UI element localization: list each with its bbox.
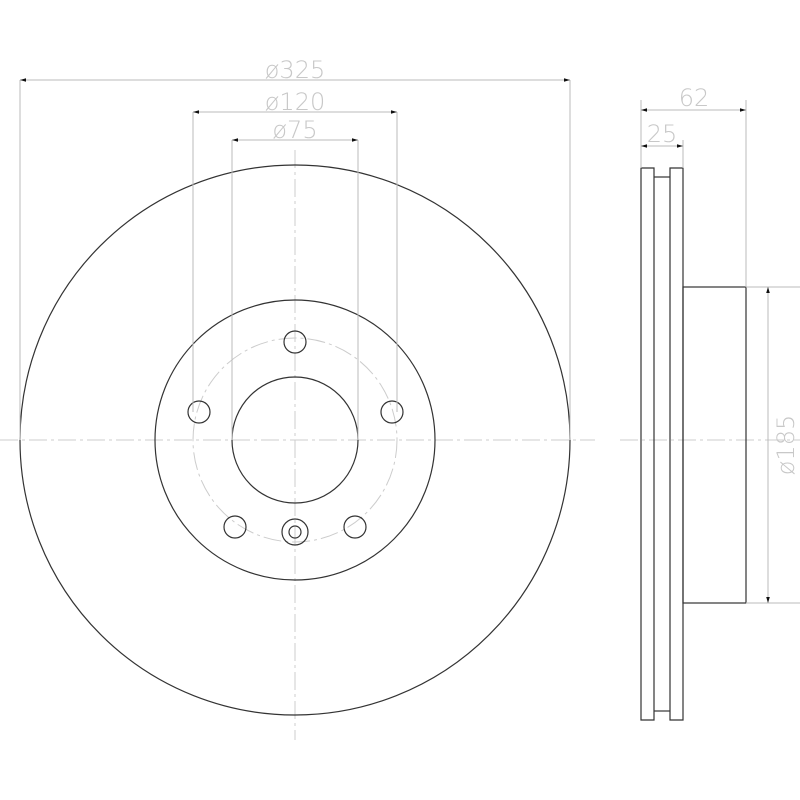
side-view: 62 25 ø185 [620, 84, 800, 721]
bolt-circle-label: ø120 [265, 88, 326, 116]
height-label: 62 [679, 84, 710, 112]
friction-plate-outer [640, 167, 655, 721]
hub-profile [682, 286, 747, 604]
bolt-hole [343, 515, 367, 539]
center-bore-label: ø75 [272, 116, 317, 144]
outer-diameter-label: ø325 [265, 56, 326, 84]
locating-hole-inner [288, 525, 302, 539]
bolt-hole [187, 400, 211, 424]
front-view: ø325 ø120 ø75 [0, 56, 595, 740]
bolt-hole [283, 330, 307, 354]
bolt-circle [192, 337, 398, 543]
hub-diameter-label: ø185 [772, 415, 800, 476]
friction-plate-inner [669, 167, 684, 721]
hub-circle [154, 299, 436, 581]
bolt-hole [223, 515, 247, 539]
locating-hole [281, 518, 309, 546]
bolt-hole [380, 400, 404, 424]
thickness-label: 25 [647, 120, 678, 148]
